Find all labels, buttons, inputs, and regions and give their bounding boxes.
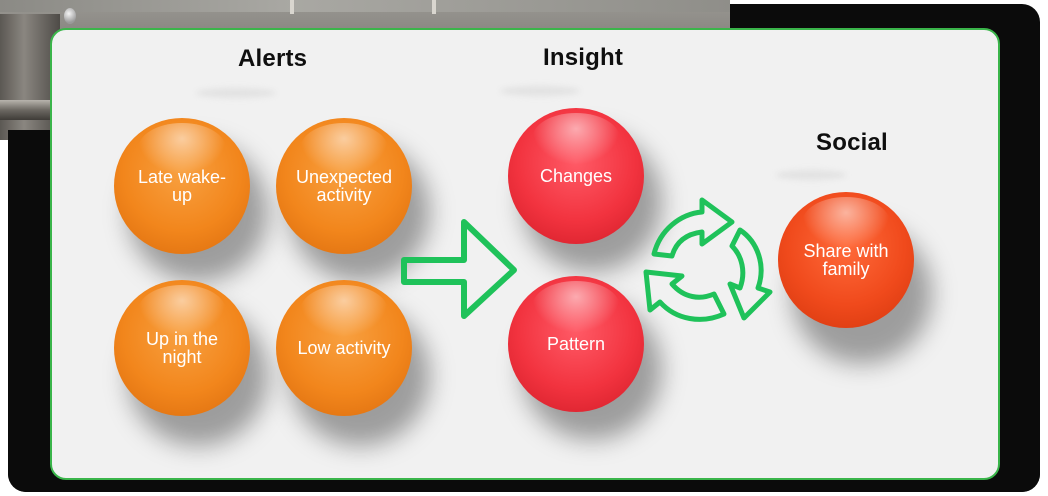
heading-reflection bbox=[776, 170, 846, 180]
alert-late-wake-up[interactable]: Late wake- up bbox=[114, 118, 250, 254]
alert-low-activity[interactable]: Low activity bbox=[276, 280, 412, 416]
photo-knob bbox=[64, 8, 76, 24]
right-arrow-icon bbox=[401, 219, 517, 319]
alert-label: Up in the night bbox=[145, 329, 219, 367]
photo-shelf-divider bbox=[432, 0, 436, 14]
insight-label: Changes bbox=[539, 166, 613, 186]
alert-up-in-the-night[interactable]: Up in the night bbox=[114, 280, 250, 416]
cycle-arrows-icon bbox=[643, 197, 773, 322]
alerts-heading: Alerts bbox=[238, 45, 308, 72]
alert-unexpected-activity[interactable]: Unexpected activity bbox=[276, 118, 412, 254]
alert-label: Late wake- up bbox=[137, 167, 227, 205]
insight-changes[interactable]: Changes bbox=[508, 108, 644, 244]
photo-pipe bbox=[0, 100, 60, 120]
insight-pattern[interactable]: Pattern bbox=[508, 276, 644, 412]
social-share-with-family[interactable]: Share with family bbox=[778, 192, 914, 328]
alert-label: Low activity bbox=[297, 338, 391, 358]
insight-label: Pattern bbox=[546, 334, 606, 354]
photo-shelf-divider bbox=[290, 0, 294, 14]
heading-reflection bbox=[500, 86, 580, 96]
social-heading: Social bbox=[816, 129, 888, 156]
heading-reflection bbox=[196, 88, 276, 98]
photo-top-strip bbox=[0, 0, 730, 12]
social-label: Share with family bbox=[803, 241, 889, 279]
insight-heading: Insight bbox=[543, 44, 624, 71]
alert-label: Unexpected activity bbox=[295, 167, 393, 205]
